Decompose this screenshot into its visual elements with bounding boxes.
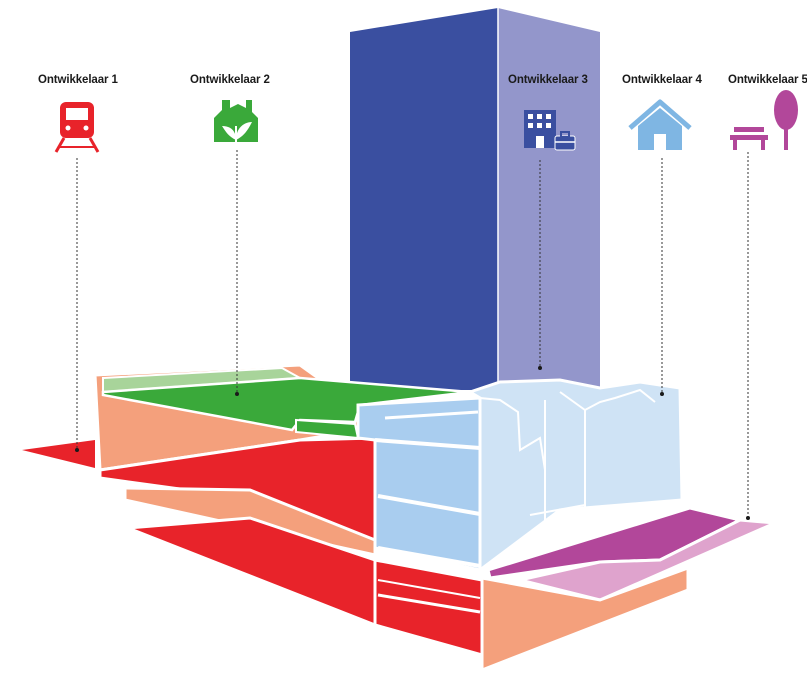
tower-front-face: [350, 8, 498, 390]
developer-1-label: Ontwikkelaar 1: [38, 74, 118, 86]
tower-side-face: [498, 8, 600, 390]
leader-dots: [75, 366, 750, 520]
office-building-icon: [524, 110, 576, 151]
green-city-icon: [214, 100, 258, 142]
developer-2-label: Ontwikkelaar 2: [190, 74, 270, 86]
leader-lines: [76, 150, 749, 518]
green-roof: [101, 376, 471, 432]
house-icon: [628, 99, 692, 150]
developer-5-label: Ontwikkelaar 5: [728, 74, 807, 86]
housing-block: [466, 378, 684, 573]
red-deck-bottom: [373, 558, 484, 657]
developer-3-label: Ontwikkelaar 3: [508, 74, 588, 86]
bench-tree-icon: [730, 90, 798, 150]
train-icon: [54, 102, 100, 153]
rail-ground-plane: [22, 440, 95, 468]
developer-4-label: Ontwikkelaar 4: [622, 74, 702, 86]
